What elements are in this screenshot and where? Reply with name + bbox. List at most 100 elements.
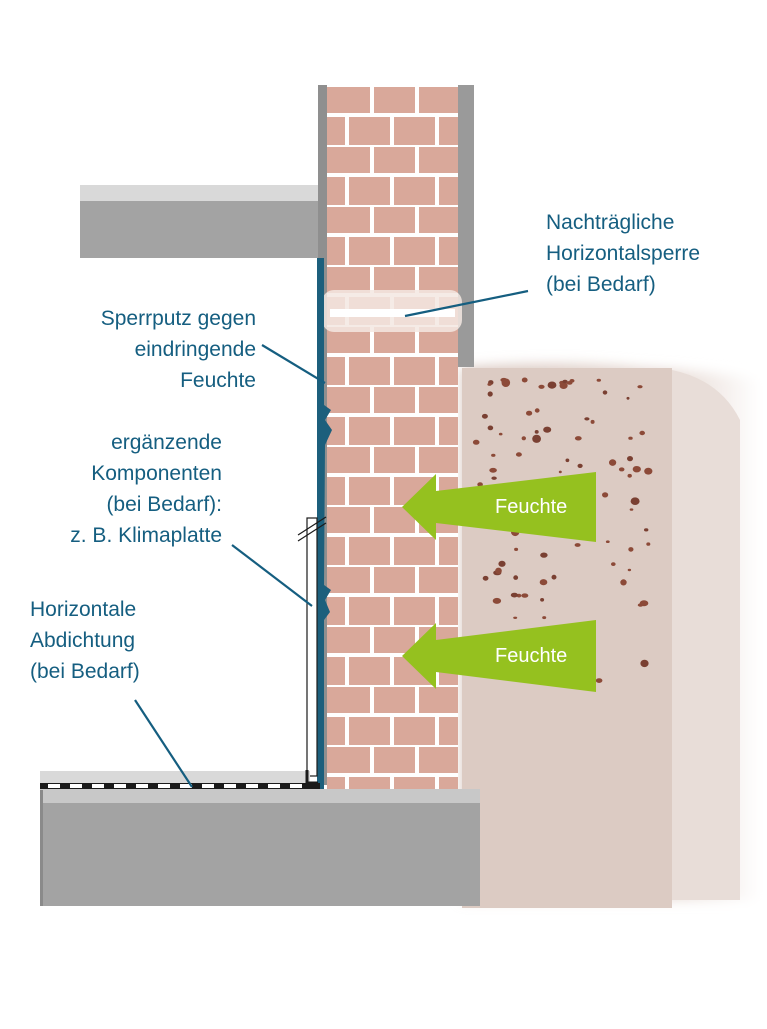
soil-particle	[584, 417, 590, 421]
soil-particle	[630, 497, 640, 506]
floor-screed	[40, 771, 310, 783]
soil-particle	[565, 458, 570, 463]
seal-dash	[158, 784, 170, 788]
label-sperrputz: Sperrputz gegen eindringende Feuchte	[101, 303, 256, 396]
soil-particle	[574, 543, 581, 547]
base-slab	[40, 789, 480, 906]
soil-particle	[515, 452, 522, 457]
soil-particle	[629, 508, 634, 511]
soil-particle	[602, 492, 609, 498]
soil-particle	[534, 430, 539, 434]
seal-dash	[48, 784, 60, 788]
soil-particle	[539, 579, 548, 586]
label-line: Sperrputz gegen	[100, 307, 256, 330]
soil-particle	[577, 463, 583, 468]
label-line: (bei Bedarf)	[546, 273, 656, 296]
blocking-plaster	[317, 258, 332, 790]
soil-particle	[514, 547, 519, 552]
soil-particle	[562, 379, 568, 384]
climate-board	[297, 516, 327, 777]
soil-particle	[487, 391, 493, 397]
soil-particle	[532, 434, 541, 443]
soil-particle	[498, 432, 503, 436]
soil-particle	[566, 381, 573, 385]
soil-particle	[574, 436, 582, 441]
label-horizontalsperre: Nachträgliche Horizontalsperre (bei Beda…	[546, 207, 700, 300]
arrow-label-upper: Feuchte	[495, 496, 568, 518]
leader-line-horizontalsperre	[404, 289, 529, 318]
soil-particle	[521, 377, 528, 383]
soil-particle	[602, 390, 608, 395]
soil-particle	[542, 616, 547, 620]
soil-particle	[543, 426, 552, 433]
soil-particle	[627, 568, 632, 572]
soil-particle	[498, 560, 506, 567]
seal-dash	[70, 784, 82, 788]
soil-particle	[526, 410, 533, 416]
moisture-arrow-upper	[402, 472, 596, 542]
label-line: Abdichtung	[30, 629, 136, 652]
label-line: (bei Bedarf)	[30, 660, 140, 683]
soil-particle	[644, 528, 649, 532]
soil-particle	[618, 467, 625, 472]
soil-particle	[547, 381, 557, 389]
soil-particle	[491, 453, 496, 457]
soil-particle	[492, 597, 502, 604]
brick-wall	[327, 85, 458, 790]
horizontal-sealing	[40, 770, 320, 789]
seal-dash	[290, 784, 302, 788]
soil-particle	[611, 562, 616, 566]
seal-dash	[136, 784, 148, 788]
leader-line-komponenten	[231, 544, 313, 607]
soil-particle	[540, 598, 545, 602]
label-line: Horizontale	[30, 598, 137, 621]
leader-line-abdichtung	[134, 699, 193, 788]
soil-particle	[558, 470, 562, 474]
soil-particle	[590, 419, 595, 424]
soil-particle	[487, 382, 492, 386]
soil-particle	[521, 593, 529, 598]
soil-particle	[534, 408, 540, 413]
soil-particle	[620, 579, 627, 586]
soil-particle	[637, 385, 643, 389]
label-line: Komponenten	[91, 462, 222, 485]
soil-particle	[481, 413, 488, 419]
soil-particle	[627, 456, 633, 462]
seal-dash	[268, 784, 280, 788]
label-line: Horizontalsperre	[546, 242, 701, 265]
seal-dash	[180, 784, 192, 788]
soil-particle	[628, 436, 633, 440]
soil-particle	[472, 439, 480, 445]
soil-particle	[646, 542, 651, 546]
soil-particle	[538, 384, 545, 389]
moisture-arrow-lower	[402, 620, 596, 692]
label-line: ergänzende	[111, 431, 222, 454]
soil-particle	[551, 574, 557, 580]
label-komponenten: ergänzende Komponenten (bei Bedarf): z. …	[70, 427, 222, 551]
soil-particle	[521, 436, 526, 441]
soil-particle	[626, 396, 630, 400]
label-abdichtung: Horizontale Abdichtung (bei Bedarf)	[30, 594, 140, 687]
soil-particle	[487, 425, 494, 431]
soil-particle	[513, 575, 519, 580]
soil-particle	[495, 567, 502, 574]
seal-dash	[224, 784, 236, 788]
soil-particle	[596, 378, 601, 382]
soil-particle	[605, 540, 610, 543]
label-line: Feuchte	[180, 369, 256, 392]
label-line: eindringende	[134, 338, 256, 361]
label-line: (bei Bedarf):	[106, 493, 222, 516]
seal-dash	[246, 784, 258, 788]
seal-dash	[114, 784, 126, 788]
soil-particle	[540, 552, 548, 558]
soil-particle	[489, 467, 497, 473]
arrow-label-lower: Feuchte	[495, 645, 568, 667]
soil-particle	[482, 575, 489, 581]
leader-line-sperrputz	[261, 344, 326, 384]
wall-outer-edge	[458, 85, 474, 367]
seal-dash	[92, 784, 104, 788]
soil-particle	[595, 678, 603, 683]
soil-particle	[639, 600, 649, 607]
soil-particle	[632, 466, 641, 473]
soil-particle	[627, 473, 632, 478]
